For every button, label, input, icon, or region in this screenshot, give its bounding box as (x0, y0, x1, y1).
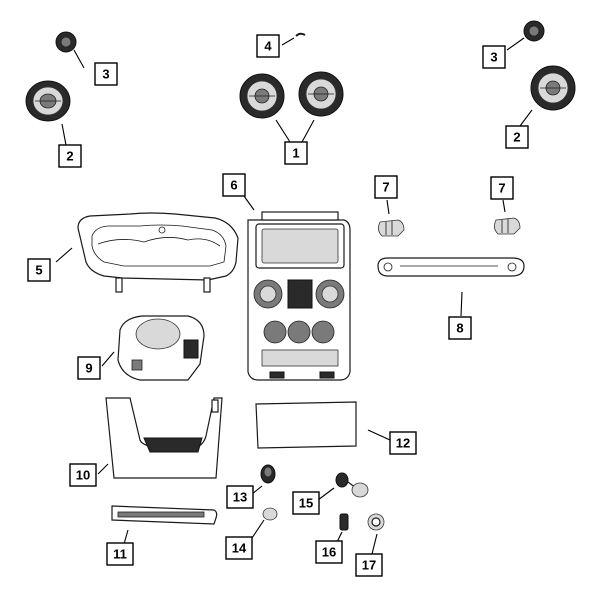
callout-17: 17 (355, 553, 383, 577)
callout-2-right: 2 (505, 125, 529, 149)
part-3-knob-left (55, 31, 77, 53)
part-8-grab-handle (377, 257, 525, 277)
svg-text:2: 2 (513, 130, 520, 145)
svg-text:7: 7 (498, 181, 505, 196)
callout-13: 13 (226, 485, 254, 509)
callout-14: 14 (225, 536, 253, 560)
part-17-grommet (367, 513, 385, 531)
part-11-switch-bar (111, 505, 218, 525)
callout-3-left: 3 (94, 62, 118, 86)
callout-12: 12 (389, 431, 417, 455)
callout-6: 6 (222, 173, 246, 197)
svg-text:16: 16 (322, 545, 336, 560)
part-14-button (262, 507, 278, 521)
svg-text:7: 7 (382, 180, 389, 195)
svg-text:11: 11 (113, 547, 127, 562)
svg-text:12: 12 (396, 436, 410, 451)
svg-text:4: 4 (264, 39, 272, 54)
svg-text:3: 3 (102, 67, 109, 82)
part-4-clip (295, 32, 306, 37)
part-7-cap-right (494, 217, 521, 235)
callout-9: 9 (77, 356, 101, 380)
callout-10: 10 (69, 463, 97, 487)
svg-text:3: 3 (490, 50, 497, 65)
part-3-knob-right (523, 20, 545, 42)
callout-8: 8 (448, 316, 472, 340)
svg-text:10: 10 (76, 468, 90, 483)
callout-4: 4 (256, 34, 280, 58)
svg-text:14: 14 (232, 541, 247, 556)
svg-text:1: 1 (292, 146, 299, 161)
callout-5: 5 (27, 258, 51, 282)
svg-text:2: 2 (66, 149, 73, 164)
part-1-vent-center-left (239, 73, 285, 119)
part-16-connector (339, 513, 349, 531)
callout-11: 11 (106, 542, 134, 566)
part-1-vent-center-right (298, 71, 344, 117)
svg-text:5: 5 (35, 263, 42, 278)
svg-text:8: 8 (456, 321, 463, 336)
svg-text:13: 13 (233, 490, 247, 505)
part-5-cluster-bezel (77, 212, 239, 293)
callout-2-left: 2 (58, 144, 82, 168)
part-12-panel-plate (255, 401, 357, 449)
callout-15: 15 (292, 491, 320, 515)
callout-3-right: 3 (482, 45, 506, 69)
svg-text:17: 17 (362, 558, 376, 573)
svg-text:9: 9 (85, 361, 92, 376)
part-9-switch-module (117, 315, 205, 381)
part-15-switch (335, 472, 369, 498)
callout-16: 16 (315, 540, 343, 564)
part-2-vent-right (530, 65, 576, 111)
part-2-vent-left (25, 80, 71, 122)
callout-1: 1 (284, 141, 308, 165)
svg-text:15: 15 (299, 496, 313, 511)
callout-7-left: 7 (374, 175, 398, 199)
part-10-lower-panel (105, 397, 223, 479)
svg-text:6: 6 (230, 178, 237, 193)
part-13-knob (260, 464, 276, 484)
part-7-cap-left (378, 219, 405, 237)
part-6-center-bezel (247, 211, 351, 381)
callout-7-right: 7 (490, 176, 514, 200)
